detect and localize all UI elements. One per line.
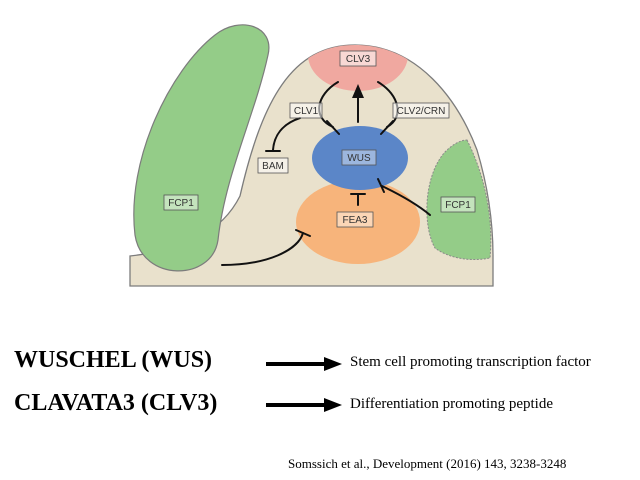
wus-to-clv3-arrowhead	[352, 84, 364, 98]
clv2-crn-label: CLV2/CRN	[397, 106, 446, 117]
legend-gene-clv3: CLAVATA3 (CLV3)	[14, 390, 218, 416]
legend-desc-clv3: Differentiation promoting peptide	[350, 396, 554, 412]
fcp1-left-to-fea3-edge	[221, 232, 304, 266]
fcp1-right-to-wus-bar	[377, 178, 385, 193]
legend-gene-wus: WUSCHEL (WUS)	[14, 347, 213, 373]
legend-arrow-icon	[266, 357, 342, 371]
legend-arrow-icon	[266, 398, 342, 412]
citation: Somssich et al., Development (2016) 143,…	[288, 456, 567, 471]
fcp1-right-label: FCP1	[445, 200, 471, 211]
clv2-to-wus-bar	[380, 120, 394, 135]
wus-zone	[312, 126, 408, 190]
fcp1-left-tissue	[133, 24, 270, 272]
fcp1-right-tissue	[426, 139, 492, 261]
clv1-to-bam-edge	[272, 117, 301, 151]
legend-row-clv3: CLAVATA3 (CLV3) Differentiation promotin…	[0, 388, 640, 428]
bam-label: BAM	[262, 161, 284, 172]
fcp1-left-label: FCP1	[168, 198, 194, 209]
fcp1-left-to-fea3-bar	[295, 229, 311, 237]
legend-row-wus: WUSCHEL (WUS) Stem cell promoting transc…	[0, 346, 640, 386]
fcp1-right-to-wus-edge	[381, 185, 431, 216]
meristem-diagram: CLV3 CLV1 CLV2/CRN WUS BAM FEA3 FCP1 FCP…	[129, 24, 494, 287]
wus-label: WUS	[347, 153, 371, 164]
legend-desc-wus: Stem cell promoting transcription factor	[350, 354, 591, 370]
fea3-label: FEA3	[342, 215, 367, 226]
fea3-zone	[296, 180, 420, 264]
clv3-label: CLV3	[346, 54, 371, 65]
clv1-to-wus-bar	[326, 120, 340, 135]
clv1-label: CLV1	[294, 106, 319, 117]
